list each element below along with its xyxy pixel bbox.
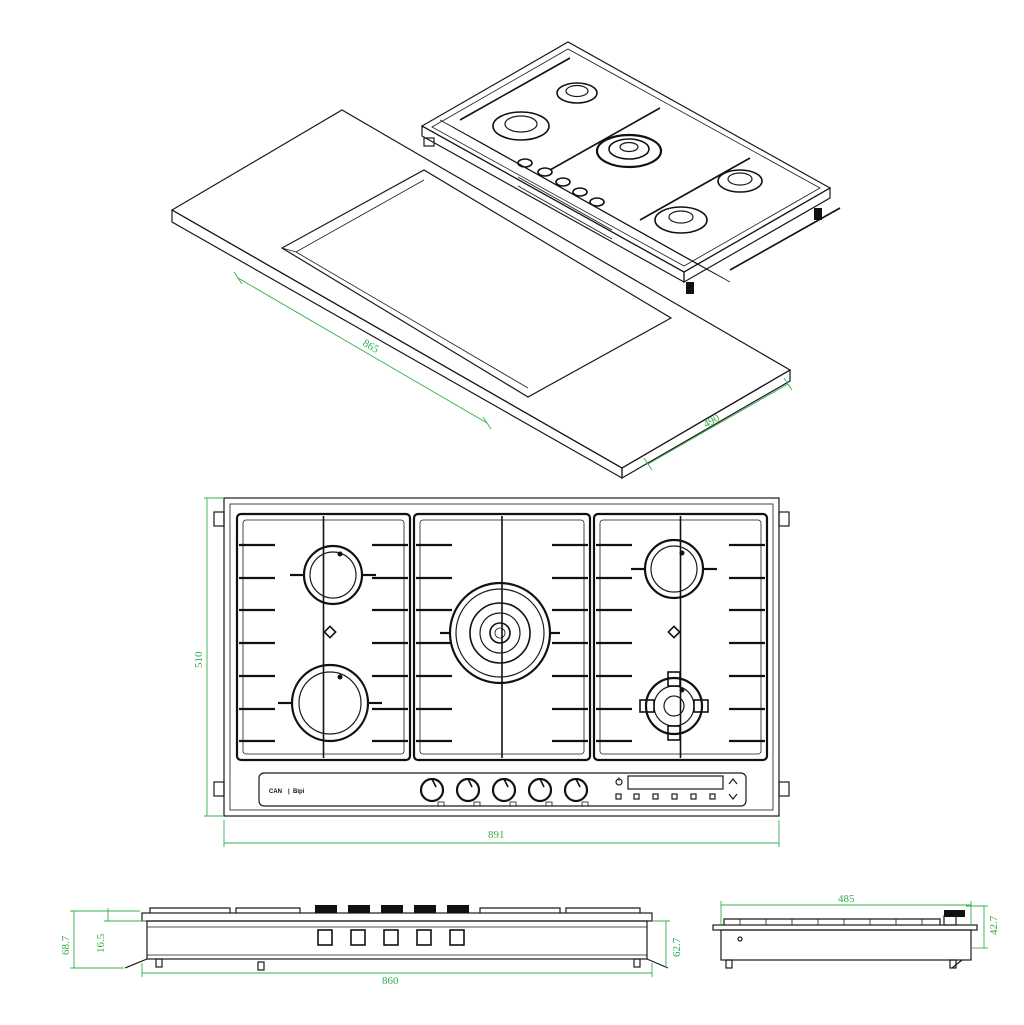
control-knob [563,777,589,803]
front-below-top-label: 62.7 [671,937,683,957]
front-knob-stem [449,929,465,946]
touch-key [652,793,659,800]
control-knob [491,777,517,803]
side-view: 485 42.7 [712,893,1000,969]
knob-indicator [467,778,473,788]
grate-node [323,625,337,639]
front-knob-cap [447,905,469,913]
mount-clip [778,781,790,797]
top-width-label: 891 [488,829,505,841]
dimension-42-7: 42.7 [966,905,1000,949]
front-knob-cap [315,905,337,913]
control-knob [527,777,553,803]
brand-logo-separator: | [288,789,290,795]
control-knob [455,777,481,803]
knob-indicator [503,778,509,788]
grate-left [235,512,412,762]
side-top-plate [712,924,978,931]
side-body [720,929,972,961]
iso-grate-divider [729,207,841,271]
control-knob [419,777,445,803]
dimension-865: 865 [233,271,492,430]
mount-clip [778,511,790,527]
top-view: CAN | Bipi 510 89 [193,497,790,847]
dimension-891: 891 [223,820,780,847]
front-knob-cap [381,905,403,913]
chevron-down-icon [728,793,738,800]
isometric-hob [420,41,841,294]
knob-indicator [575,778,581,788]
front-view: 68.7 16.5 62.7 860 [60,905,683,987]
touch-key [671,793,678,800]
burner-rear-right [643,538,705,600]
burner-center-wok [448,581,552,685]
front-top-plate [141,912,653,922]
chevron-up-icon [728,778,738,785]
control-panel: CAN | Bipi [258,772,747,807]
iso-grate-divider [549,107,661,171]
grate-right [592,512,769,762]
isometric-knobs [517,158,613,240]
front-knob-stem [383,929,399,946]
brand-logo-secondary: Bipi [293,789,305,795]
flame-symbol [473,801,481,807]
iso-width-label: 490 [702,412,723,431]
flame-symbol [581,801,589,807]
flame-symbol [509,801,517,807]
isometric-view: 865 490 [170,41,841,480]
burner-front-left [290,663,370,743]
iso-grate-bar [479,141,731,283]
knob-indicator [431,778,437,788]
hob-outline [223,497,780,817]
lock-icon [615,793,622,800]
knob-indicator [539,778,545,788]
front-knob-stem [416,929,432,946]
touch-key [690,793,697,800]
dimension-490: 490 [643,377,793,471]
front-total-height-label: 68.7 [60,935,72,955]
touch-key [633,793,640,800]
side-knob [944,910,965,917]
dimension-16-5: 16.5 [95,908,146,953]
mount-clip [213,781,225,797]
dimension-62-7: 62.7 [652,920,683,968]
pan-supports [235,512,769,762]
dimension-510: 510 [193,497,224,817]
side-depth-label: 485 [838,893,855,905]
hob-foot [814,208,822,220]
side-height-label: 42.7 [988,915,1000,935]
flame-symbol [545,801,553,807]
front-knob-stem [317,929,333,946]
touch-key [709,793,716,800]
grate-node [667,625,681,639]
dimension-485: 485 [720,893,972,925]
hob-foot [686,282,694,294]
front-knob-cap [348,905,370,913]
burner-front-right-reducer [639,671,709,741]
top-depth-label: 510 [193,651,205,668]
front-width-label: 860 [382,975,399,987]
dimension-860: 860 [141,963,653,987]
countertop [170,109,792,480]
front-knob-stem [350,929,366,946]
front-knob-cap [414,905,436,913]
flame-symbol [437,801,445,807]
brand-logo-primary: CAN [269,789,282,795]
iso-length-label: 865 [361,337,382,356]
grate-center [412,512,592,762]
front-body [146,920,648,960]
countertop-cutout [280,169,673,398]
iso-grate-divider [639,157,751,221]
iso-grate-divider [459,57,571,121]
burner-rear-left [302,544,364,606]
front-above-top-label: 16.5 [95,933,107,953]
display-window [627,775,724,790]
mount-clip [213,511,225,527]
dimension-68-7: 68.7 [60,910,140,969]
